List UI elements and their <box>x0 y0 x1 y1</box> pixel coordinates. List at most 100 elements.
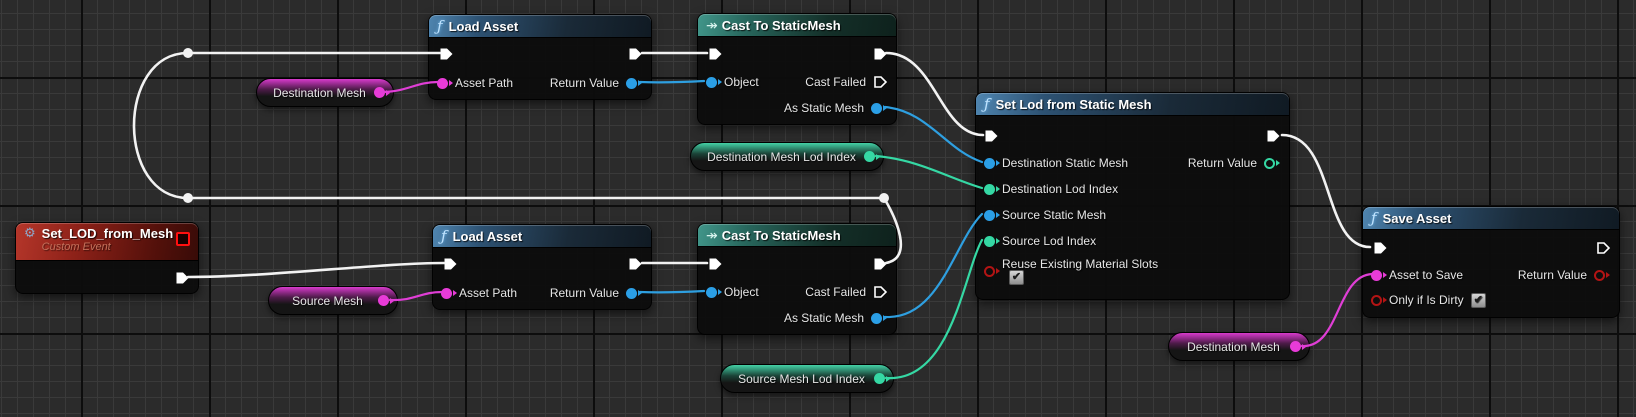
exec-in-pin[interactable] <box>708 257 723 271</box>
variable-out-pin[interactable] <box>1290 341 1306 352</box>
wire-as-static-mesh-to-source[interactable] <box>883 212 984 319</box>
return-value-pin[interactable] <box>626 77 642 89</box>
node-title: Set Lod from Static Mesh <box>995 96 1152 112</box>
exec-in-pin[interactable] <box>443 257 458 271</box>
function-icon: ƒ <box>1371 208 1377 227</box>
exec-out-pin[interactable] <box>1596 241 1611 255</box>
asset-path-pin[interactable] <box>437 77 453 89</box>
pin-label: As Static Mesh <box>783 311 864 325</box>
pin-label: Asset to Save <box>1389 268 1464 282</box>
event-icon: ⚙ <box>24 225 36 240</box>
pin-label: Cast Failed <box>805 75 866 89</box>
reroute-node[interactable] <box>183 48 193 58</box>
pin-label: Asset Path <box>459 286 518 300</box>
wire-exec-set-lod-to-save[interactable] <box>1280 133 1372 249</box>
pin-label: Asset Path <box>455 76 514 90</box>
exec-in-pin[interactable] <box>708 47 723 61</box>
pin-label: Return Value <box>1187 156 1257 170</box>
variable-source-mesh[interactable]: Source Mesh <box>268 286 398 315</box>
only-if-is-dirty-pin[interactable] <box>1371 295 1387 306</box>
node-save-asset[interactable]: ƒ Save Asset Asset to Save Return Value … <box>1362 206 1620 318</box>
exec-out-pin[interactable] <box>873 257 888 271</box>
node-cast-to-staticmesh-top[interactable]: ↠ Cast To StaticMesh Object Cast Failed … <box>697 13 897 125</box>
object-pin[interactable] <box>706 286 722 298</box>
variable-label: Destination Mesh Lod Index <box>707 149 856 164</box>
destination-static-mesh-pin[interactable] <box>984 157 1000 169</box>
node-title: Set_LOD_from_Mesh <box>41 226 174 241</box>
function-icon: ƒ <box>441 226 447 245</box>
variable-destination-mesh-bottom[interactable]: Destination Mesh <box>1168 332 1310 361</box>
return-value-pin[interactable] <box>1264 158 1280 169</box>
exec-in-pin[interactable] <box>1373 241 1388 255</box>
return-value-pin[interactable] <box>626 287 642 299</box>
variable-out-pin[interactable] <box>874 373 890 384</box>
pin-label: Destination Lod Index <box>1002 182 1119 196</box>
variable-label: Source Mesh Lod Index <box>738 371 865 386</box>
node-load-asset-top[interactable]: ƒ Load Asset Asset Path Return Value <box>428 14 652 100</box>
pin-label: Return Value <box>549 286 619 300</box>
node-cast-to-staticmesh-bottom[interactable]: ↠ Cast To StaticMesh Object Cast Failed … <box>697 223 897 335</box>
node-header: ƒ Set Lod from Static Mesh <box>976 93 1289 116</box>
node-header: ↠ Cast To StaticMesh <box>698 14 896 37</box>
node-header: ⚙ Set_LOD_from_Mesh Custom Event <box>16 223 198 261</box>
reroute-node[interactable] <box>879 193 889 203</box>
variable-destination-mesh-lod-index[interactable]: Destination Mesh Lod Index <box>690 142 884 171</box>
node-title: Save Asset <box>1382 210 1452 226</box>
node-load-asset-bottom[interactable]: ƒ Load Asset Asset Path Return Value <box>432 224 652 310</box>
node-subtitle: Custom Event <box>41 241 111 253</box>
variable-out-pin[interactable] <box>864 151 880 162</box>
reuse-existing-material-slots-checkbox[interactable]: ✔ <box>1009 270 1024 285</box>
object-pin[interactable] <box>706 76 722 88</box>
wire-as-static-mesh-to-destination[interactable] <box>883 105 984 164</box>
wire-dest-lod-index[interactable] <box>874 154 984 190</box>
node-title: Cast To StaticMesh <box>721 17 841 33</box>
variable-destination-mesh-top[interactable]: Destination Mesh <box>256 78 394 107</box>
function-icon: ƒ <box>984 94 990 113</box>
variable-label: Destination Mesh <box>1187 339 1280 354</box>
asset-to-save-pin[interactable] <box>1371 269 1387 281</box>
variable-out-pin[interactable] <box>378 295 394 306</box>
asset-path-pin[interactable] <box>441 287 457 299</box>
node-title: Load Asset <box>452 228 523 244</box>
node-title: Load Asset <box>448 18 519 34</box>
variable-label: Destination Mesh <box>273 85 366 100</box>
source-static-mesh-pin[interactable] <box>984 209 1000 221</box>
variable-source-mesh-lod-index[interactable]: Source Mesh Lod Index <box>720 364 894 393</box>
cast-failed-exec-pin[interactable] <box>873 285 888 299</box>
cast-failed-exec-pin[interactable] <box>873 75 888 89</box>
exec-in-pin[interactable] <box>984 129 999 143</box>
only-if-is-dirty-checkbox[interactable]: ✔ <box>1470 292 1486 308</box>
wire-exec-cast-top-to-set-lod[interactable] <box>884 51 985 137</box>
variable-out-pin[interactable] <box>374 87 390 98</box>
as-static-mesh-pin[interactable] <box>871 102 887 114</box>
pin-label: Only if Is Dirty <box>1389 293 1464 307</box>
node-title: Cast To StaticMesh <box>721 227 841 243</box>
source-lod-index-pin[interactable] <box>984 235 1000 247</box>
wire-source-lod-index[interactable] <box>884 238 984 380</box>
exec-out-pin[interactable] <box>628 47 643 61</box>
cast-icon: ↠ <box>706 227 718 243</box>
delegate-pin[interactable] <box>176 232 190 246</box>
node-custom-event[interactable]: ⚙ Set_LOD_from_Mesh Custom Event <box>15 222 199 294</box>
pin-label: Cast Failed <box>805 285 866 299</box>
node-set-lod-from-static-mesh[interactable]: ƒ Set Lod from Static Mesh Destination S… <box>975 92 1290 300</box>
function-icon: ƒ <box>437 16 443 35</box>
wire-exec-event-to-load-bottom[interactable] <box>186 261 446 279</box>
exec-out-pin[interactable] <box>1266 129 1281 143</box>
exec-out-pin[interactable] <box>873 47 888 61</box>
pin-label: Object <box>724 285 759 299</box>
reuse-existing-material-slots-pin[interactable] <box>984 266 1000 277</box>
pin-label: Return Value <box>1517 268 1587 282</box>
exec-out-pin[interactable] <box>175 271 190 285</box>
destination-lod-index-pin[interactable] <box>984 183 1000 195</box>
exec-in-pin[interactable] <box>439 47 454 61</box>
pin-label: Object <box>724 75 759 89</box>
return-value-pin[interactable] <box>1594 270 1610 281</box>
pin-label: Source Static Mesh <box>1002 208 1107 222</box>
exec-out-pin[interactable] <box>628 257 643 271</box>
node-header: ↠ Cast To StaticMesh <box>698 224 896 247</box>
as-static-mesh-pin[interactable] <box>871 312 887 324</box>
node-header: ƒ Load Asset <box>429 15 651 38</box>
reroute-node[interactable] <box>183 193 193 203</box>
